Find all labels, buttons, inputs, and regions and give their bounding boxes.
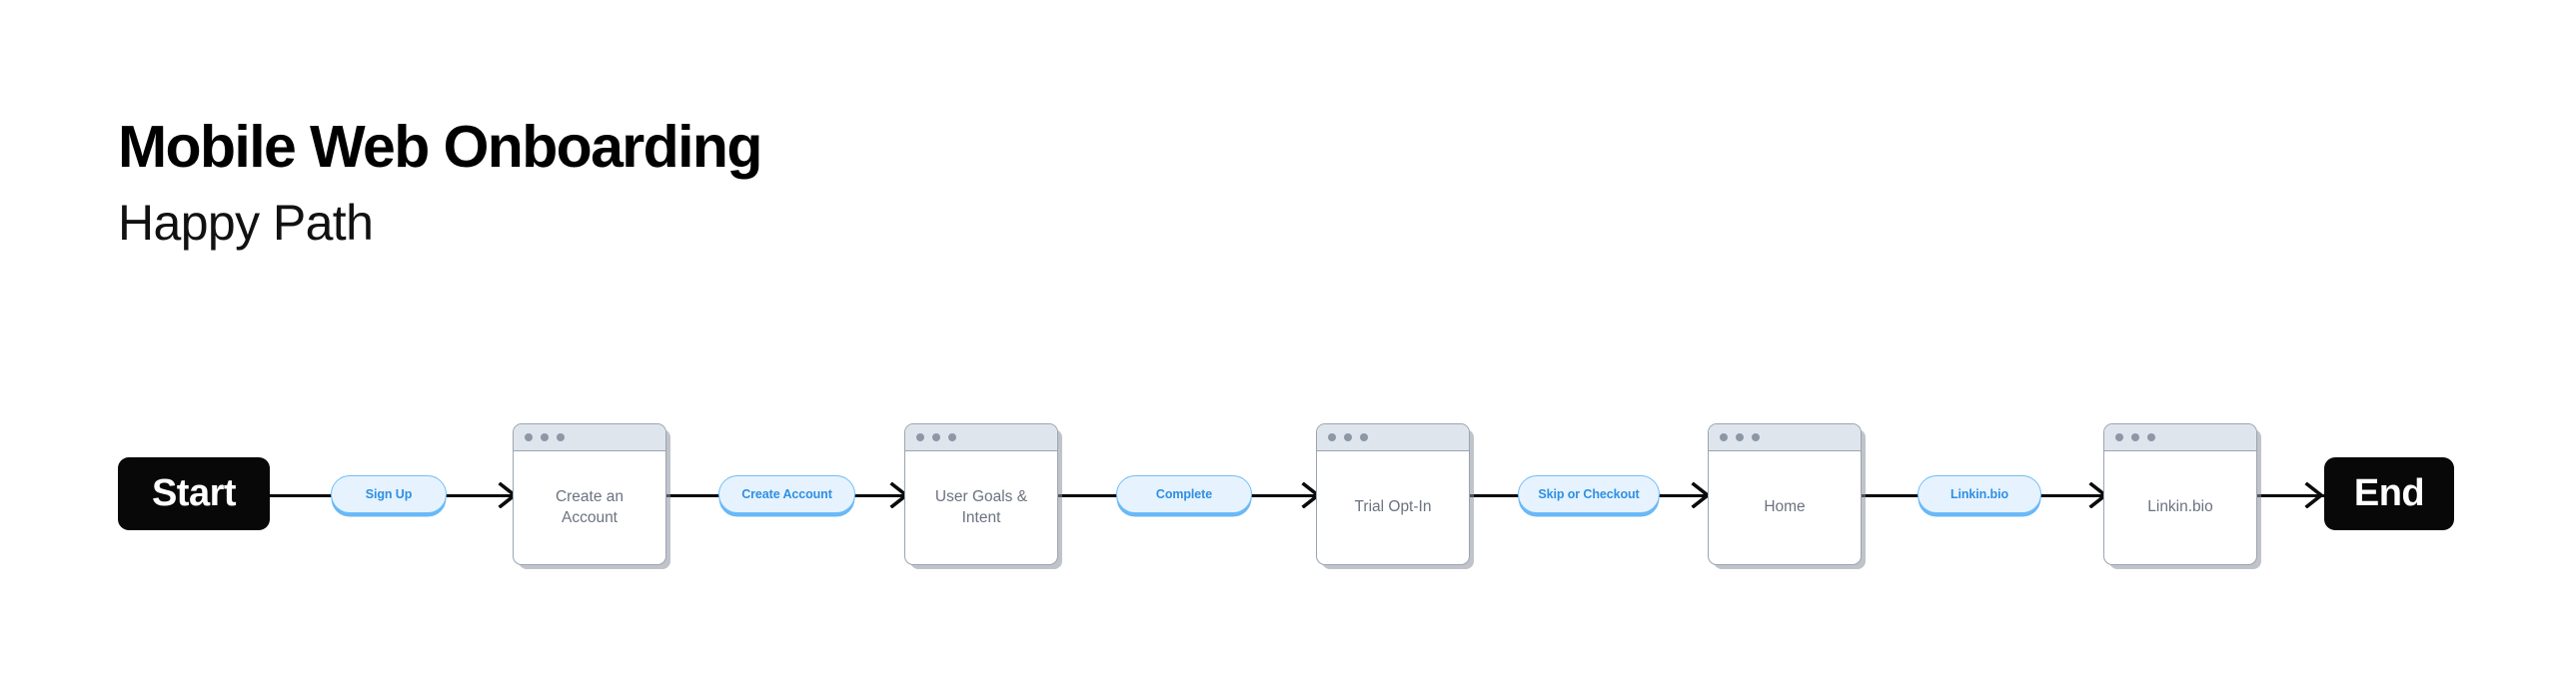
connector-skip-to-home xyxy=(1655,494,1713,498)
window-titlebar xyxy=(1317,424,1469,451)
window-dot-icon xyxy=(1720,433,1728,441)
window-dot-icon xyxy=(2115,433,2123,441)
connector-goals-to-complete xyxy=(1055,494,1118,498)
window-body: Linkin.bio xyxy=(2104,451,2256,564)
window-dot-icon xyxy=(2131,433,2139,441)
screen-label: Create an Account xyxy=(555,488,625,526)
flow-action-skip-or-checkout[interactable]: Skip or Checkout xyxy=(1518,475,1660,513)
arrowhead-to-end xyxy=(2304,482,2326,508)
window-body: Home xyxy=(1709,451,1861,564)
connector-complete-to-trial xyxy=(1248,494,1320,498)
window-dot-icon xyxy=(1736,433,1744,441)
screen-label: Trial Opt-In xyxy=(1354,498,1432,516)
connector-createaccount-to-goals xyxy=(851,494,909,498)
connector-start-to-signup xyxy=(270,494,333,498)
flow-screen-create-an-account[interactable]: Create an Account xyxy=(513,423,666,565)
window-dot-icon xyxy=(1328,433,1336,441)
flow-action-skip-or-checkout-label: Skip or Checkout xyxy=(1538,487,1640,501)
window-dot-icon xyxy=(1752,433,1760,441)
window-dot-icon xyxy=(541,433,549,441)
connector-trial-to-skip xyxy=(1463,494,1521,498)
flow-action-linkin-bio-label: Linkin.bio xyxy=(1949,487,2009,501)
page-title: Mobile Web Onboarding xyxy=(118,114,762,180)
window-titlebar xyxy=(514,424,665,451)
flow-screen-trial-opt-in[interactable]: Trial Opt-In xyxy=(1316,423,1470,565)
connector-create-to-createaccount xyxy=(662,494,720,498)
connector-linkinbio-to-end xyxy=(2250,494,2325,498)
connector-signup-to-create xyxy=(444,494,516,498)
flow-screen-linkin-bio[interactable]: Linkin.bio xyxy=(2103,423,2257,565)
window-dot-icon xyxy=(1360,433,1368,441)
screen-label: User Goals & Intent xyxy=(934,488,1028,526)
flow-action-create-account-label: Create Account xyxy=(741,487,832,501)
end-label: End xyxy=(2353,472,2425,514)
connector-home-to-linkinbio-action xyxy=(1859,494,1921,498)
window-dot-icon xyxy=(916,433,924,441)
window-dot-icon xyxy=(525,433,533,441)
window-body: User Goals & Intent xyxy=(905,451,1057,564)
window-dot-icon xyxy=(1344,433,1352,441)
start-label: Start xyxy=(151,472,237,514)
flow-node-start[interactable]: Start xyxy=(118,457,270,530)
flow-screen-user-goals-intent[interactable]: User Goals & Intent xyxy=(904,423,1058,565)
flow-action-sign-up-label: Sign Up xyxy=(365,487,413,501)
flow-action-sign-up[interactable]: Sign Up xyxy=(331,475,447,513)
screen-label: Home xyxy=(1764,498,1806,516)
screen-label: Linkin.bio xyxy=(2147,498,2213,516)
window-body: Trial Opt-In xyxy=(1317,451,1469,564)
page-subtitle: Happy Path xyxy=(118,195,374,251)
window-titlebar xyxy=(1709,424,1861,451)
flow-action-complete-label: Complete xyxy=(1155,487,1213,501)
connector-linkinbio-action-to-card xyxy=(2036,494,2106,498)
window-body: Create an Account xyxy=(514,451,665,564)
flow-action-create-account[interactable]: Create Account xyxy=(718,475,855,513)
flow-node-end[interactable]: End xyxy=(2324,457,2454,530)
heading-block: Mobile Web Onboarding Happy Path xyxy=(118,114,762,251)
flow-action-linkin-bio[interactable]: Linkin.bio xyxy=(1918,475,2041,513)
window-titlebar xyxy=(905,424,1057,451)
window-dot-icon xyxy=(557,433,565,441)
window-titlebar xyxy=(2104,424,2256,451)
flow-screen-home[interactable]: Home xyxy=(1708,423,1862,565)
window-dot-icon xyxy=(932,433,940,441)
window-dot-icon xyxy=(2147,433,2155,441)
window-dot-icon xyxy=(948,433,956,441)
flow-action-complete[interactable]: Complete xyxy=(1116,475,1252,513)
